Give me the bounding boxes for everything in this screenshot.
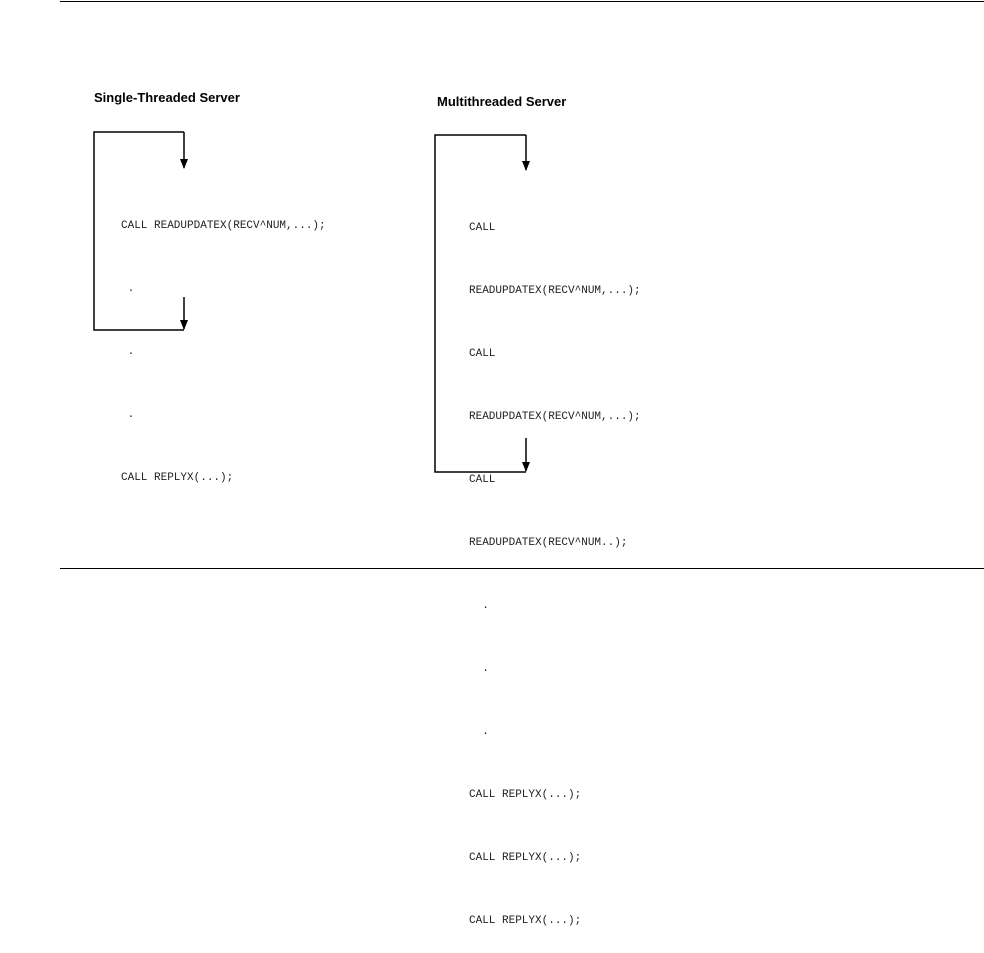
code-line: . <box>469 726 489 738</box>
multithreaded-title: Multithreaded Server <box>437 94 567 109</box>
code-line: CALL <box>469 348 496 360</box>
code-line: CALL REPLYX(...); <box>469 789 582 801</box>
code-line: CALL REPLYX(...); <box>469 852 582 864</box>
single-threaded-title: Single-Threaded Server <box>94 90 240 105</box>
multi-code-block: CALL READUPDATEX(RECV^NUM,...); CALL REA… <box>469 176 641 953</box>
single-code-block: CALL READUPDATEX(RECV^NUM,...); . . . CA… <box>121 174 326 510</box>
code-line: . <box>469 663 489 675</box>
bottom-rule <box>60 568 984 569</box>
code-line: . <box>121 409 135 421</box>
code-line: CALL REPLYX(...); <box>121 472 234 484</box>
code-line: READUPDATEX(RECV^NUM,...); <box>469 285 641 297</box>
multi-loop <box>434 134 530 473</box>
loop-diagram <box>93 131 530 473</box>
code-line: . <box>469 600 489 612</box>
code-line: READUPDATEX(RECV^NUM..); <box>469 537 628 549</box>
code-line: . <box>121 346 135 358</box>
code-line: . <box>121 283 135 295</box>
multi-loop-frame <box>434 134 526 473</box>
code-line: READUPDATEX(RECV^NUM,...); <box>469 411 641 423</box>
code-line: CALL <box>469 222 496 234</box>
top-rule <box>60 1 984 2</box>
code-line: CALL READUPDATEX(RECV^NUM,...); <box>121 220 326 232</box>
single-loop <box>93 131 188 331</box>
code-line: CALL REPLYX(...); <box>469 915 582 927</box>
single-loop-frame <box>93 131 184 331</box>
code-line: CALL <box>469 474 496 486</box>
